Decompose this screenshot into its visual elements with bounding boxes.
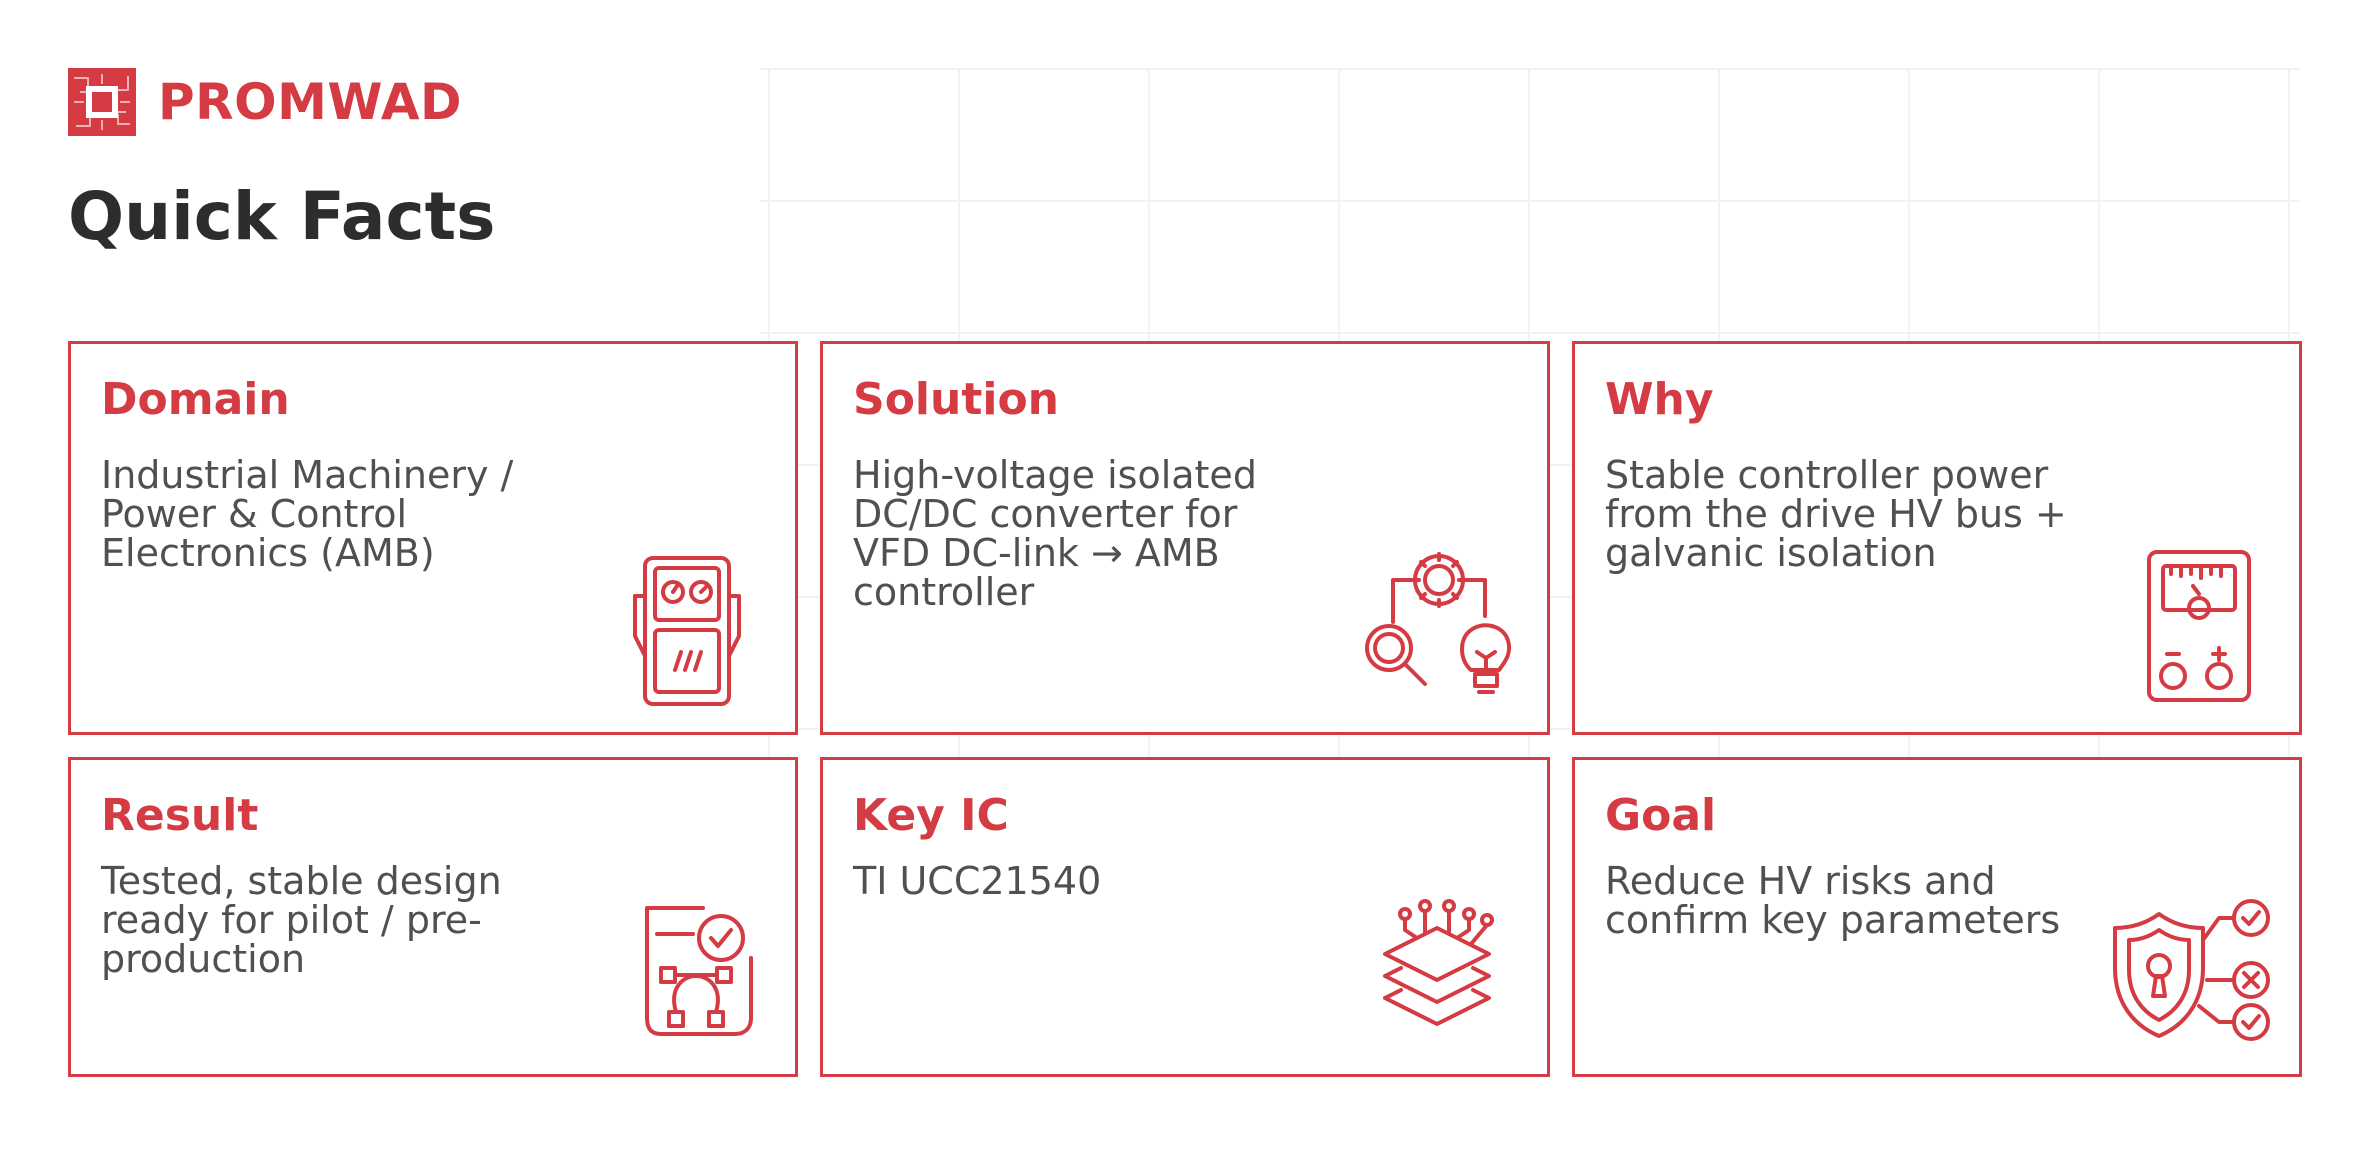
card-text: Tested, stable design ready for pilot / …: [101, 859, 502, 981]
card-title: Goal: [1605, 790, 1717, 841]
card-text: Industrial Machinery / Power & Control E…: [101, 453, 514, 575]
card-solution: Solution High-voltage isolated DC/DC con…: [820, 341, 1550, 735]
card-title: Why: [1605, 374, 1714, 425]
shield-check-icon: [2111, 888, 2271, 1048]
card-text: TI UCC21540: [853, 859, 1102, 904]
card-title: Domain: [101, 374, 290, 425]
page-title: Quick Facts: [68, 178, 496, 255]
battery-meter-icon: [2111, 546, 2271, 706]
card-text: Stable controller power from the drive H…: [1605, 453, 2067, 575]
brand-header: PROMWAD: [68, 68, 462, 136]
controller-unit-icon: [607, 546, 767, 706]
card-title: Solution: [853, 374, 1059, 425]
card-domain: Domain Industrial Machinery / Power & Co…: [68, 341, 798, 735]
card-why: Why Stable controller power from the dri…: [1572, 341, 2302, 735]
card-text: Reduce HV risks and confirm key paramete…: [1605, 859, 2061, 943]
card-result: Result Tested, stable design ready for p…: [68, 757, 798, 1077]
layers-chip-icon: [1359, 888, 1519, 1048]
card-key-ic: Key IC TI UCC21540: [820, 757, 1550, 1077]
quick-facts-grid: Domain Industrial Machinery / Power & Co…: [68, 341, 2302, 1077]
circuit-chip-logo-icon: [68, 68, 136, 136]
brand-name: PROMWAD: [158, 73, 463, 131]
card-title: Key IC: [853, 790, 1009, 841]
design-checkmark-icon: [607, 888, 767, 1048]
card-text: High-voltage isolated DC/DC converter fo…: [853, 453, 1257, 614]
gear-search-lightbulb-icon: [1359, 546, 1519, 706]
card-goal: Goal Reduce HV risks and confirm key par…: [1572, 757, 2302, 1077]
card-title: Result: [101, 790, 259, 841]
